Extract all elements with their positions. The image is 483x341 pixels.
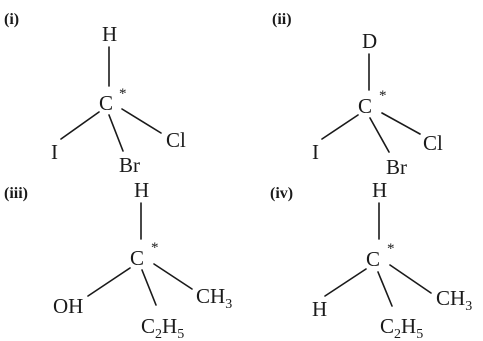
panel-iii-bond-right	[153, 263, 193, 290]
panel-iv-bottom-h: H	[401, 314, 416, 338]
panel-iii-top-atom: H	[134, 178, 149, 202]
panel-ii-chiral-star: *	[379, 88, 387, 104]
panel-ii-bottom-atom: Br	[386, 155, 407, 179]
panel-iii-bottom-c: C	[141, 314, 155, 338]
panel-iv-bottom-c: C	[380, 314, 394, 338]
panel-ii-bond-left	[321, 114, 359, 140]
panel-iii-label: (iii)	[4, 185, 28, 202]
panel-ii: (ii) D C * I Br Cl	[272, 11, 443, 179]
panel-ii-chiral-carbon: C	[358, 94, 372, 118]
panel-iii-bottom-sub1: 2	[155, 327, 162, 341]
panel-iv-chiral-carbon: C	[366, 247, 380, 271]
panel-iv-bond-bottom	[377, 271, 393, 307]
panel-iii-right-ch: CH	[196, 284, 225, 308]
panel-i-left-atom: I	[51, 140, 58, 164]
panel-iv: (iv) H C * H C2H5 CH3	[270, 178, 472, 341]
panel-ii-left-atom: I	[312, 140, 319, 164]
panel-i-label: (i)	[4, 11, 19, 28]
panel-i-chiral-star: *	[119, 86, 127, 102]
panel-iv-right-sub: 3	[465, 299, 472, 314]
panel-iv-chiral-star: *	[387, 241, 395, 257]
panel-iv-top-atom: H	[372, 178, 387, 202]
panel-iv-label: (iv)	[270, 185, 293, 202]
panel-i-chiral-carbon: C	[99, 91, 113, 115]
panel-ii-right-atom: Cl	[423, 131, 443, 155]
panel-ii-top-atom: D	[362, 29, 377, 53]
panel-i-bond-bottom	[108, 114, 124, 152]
panel-iv-bottom-sub1: 2	[394, 327, 401, 341]
panel-iii-left-group: OH	[53, 294, 83, 318]
panel-i-bond-left	[60, 111, 100, 140]
panel-i-top-atom: H	[102, 22, 117, 46]
panel-iii-bottom-group: C2H5	[141, 314, 184, 341]
panel-i-right-atom: Cl	[166, 128, 186, 152]
panel-iii-right-group: CH3	[196, 284, 232, 312]
panel-iv-right-group: CH3	[436, 286, 472, 314]
panel-ii-bond-right	[381, 112, 421, 135]
panel-i-bottom-atom: Br	[119, 153, 140, 177]
panel-iv-right-ch: CH	[436, 286, 465, 310]
panel-iii-bottom-h: H	[162, 314, 177, 338]
panel-i: (i) H C * I Br Cl	[4, 11, 186, 177]
panel-iii: (iii) H C * OH C2H5 CH3	[4, 178, 232, 341]
panel-ii-label: (ii)	[272, 11, 292, 28]
panel-iv-bottom-sub2: 5	[416, 327, 423, 341]
panel-iv-bond-right	[389, 264, 432, 294]
panel-ii-bond-bottom	[369, 117, 390, 153]
panel-iii-chiral-carbon: C	[130, 246, 144, 270]
panel-iv-left-atom: H	[312, 297, 327, 321]
panel-iii-chiral-star: *	[151, 240, 159, 256]
panel-i-bond-right	[121, 108, 162, 134]
panel-iii-right-sub: 3	[225, 297, 232, 312]
panel-iii-bottom-sub2: 5	[177, 327, 184, 341]
panel-iv-bottom-group: C2H5	[380, 314, 423, 341]
panel-iii-bond-left	[87, 267, 131, 297]
panel-iii-bond-bottom	[141, 269, 157, 306]
panel-iv-bond-left	[324, 268, 367, 297]
